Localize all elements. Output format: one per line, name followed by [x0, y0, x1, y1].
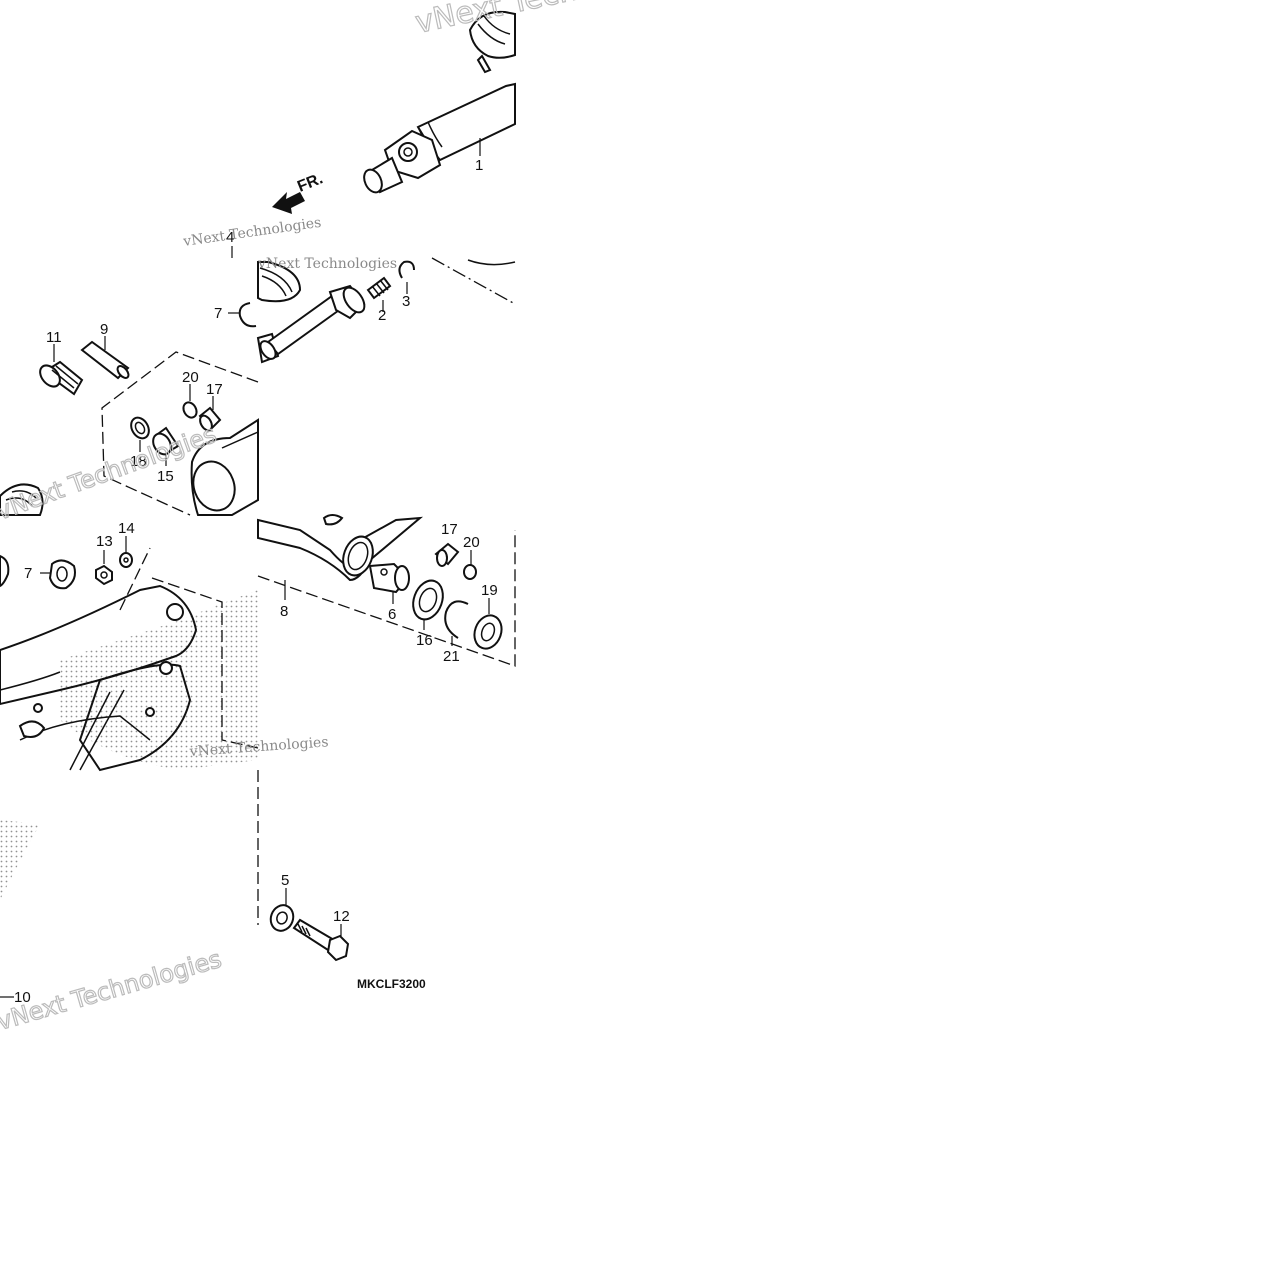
boot-upper	[231, 246, 302, 303]
lower-middle-panel: 6 16 21 19 17 20 8	[257, 514, 516, 925]
pivot-housing	[190, 418, 259, 516]
watermark-top: vNext Technologies	[412, 0, 703, 41]
bottom-left-panel: 10 vNext Technologies	[0, 944, 225, 1036]
callout-18: 18	[130, 453, 147, 470]
direction-label: FR.	[295, 170, 325, 195]
top-panel: FR. 1 vNext Technologies vNext Technolog…	[181, 0, 703, 250]
callout-8: 8	[280, 603, 288, 620]
callout-3: 3	[402, 293, 410, 310]
bottom-middle-panel: 5 12 MKCLF3200	[269, 872, 426, 991]
callout-14: 14	[118, 520, 135, 537]
part-2-spring: 2	[366, 276, 392, 324]
callout-12: 12	[333, 908, 350, 925]
callout-2: 2	[378, 307, 386, 324]
callout-17-left: 17	[206, 381, 223, 398]
lower-left-panel: 7 13 14 vNext Technologies	[0, 520, 329, 900]
part-9-pin: 9	[80, 321, 130, 380]
callout-21: 21	[443, 648, 460, 665]
watermark-left: vNext Technologies	[0, 420, 220, 526]
callout-17-right: 17	[441, 521, 458, 538]
callout-9: 9	[100, 321, 108, 338]
middle-panel: 2 3 vNext Technologies	[257, 256, 516, 360]
callout-6: 6	[388, 606, 396, 623]
watermark-bottom: vNext Technologies	[0, 945, 225, 1036]
boot-lower-left	[0, 483, 44, 516]
callout-7-lower: 7	[24, 565, 32, 582]
part-11-bushing: 11	[39, 329, 84, 396]
part-12-bolt: 12	[292, 908, 350, 962]
callout-11: 11	[46, 329, 62, 346]
watermark-middle: vNext Technologies	[257, 256, 397, 272]
callout-20-right: 20	[463, 534, 480, 551]
callout-19: 19	[481, 582, 498, 599]
front-direction-arrow: FR.	[272, 170, 325, 214]
diagram-code: MKCLF3200	[357, 977, 426, 991]
callout-10: 10	[14, 989, 31, 1006]
watermark-mid-left: vNext Technologies	[181, 215, 322, 250]
swing-arm-frame	[0, 584, 198, 772]
callout-20-left: 20	[182, 369, 199, 386]
callout-4: 4	[226, 229, 234, 246]
callout-1: 1	[475, 157, 483, 174]
boot-top-right	[468, 10, 516, 74]
callout-13: 13	[96, 533, 113, 550]
callout-5: 5	[281, 872, 289, 889]
swing-arm-housing	[257, 514, 424, 582]
part-6-sleeve: 6	[368, 562, 410, 623]
callout-7-upper: 7	[214, 305, 222, 322]
drive-shaft	[363, 82, 516, 194]
left-middle-panel: 7 11 9 20 17 18 15	[0, 246, 302, 526]
inner-shaft	[259, 284, 366, 360]
callout-15: 15	[157, 468, 174, 485]
callout-16: 16	[416, 632, 433, 649]
part-7-lower: 7	[24, 559, 76, 590]
